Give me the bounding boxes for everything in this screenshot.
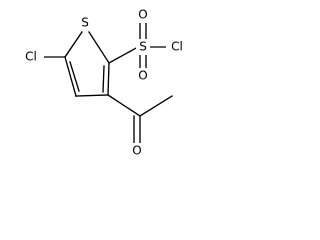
- sulfonyl-sulfur-label: S: [139, 40, 147, 54]
- bond-c4-c3: [75, 94, 109, 97]
- sulfonyl-oxygen-bottom-label-background: [136, 68, 150, 84]
- ketone-oxygen-label: O: [132, 144, 141, 158]
- sulfonyl-sulfur-label-background: [136, 39, 150, 55]
- ring-sulfur-label-background: [78, 14, 92, 31]
- bond-c2-sulfonyl: [108, 46, 139, 64]
- ketone-oxygen-label-background: [130, 143, 144, 159]
- bond-sulfur-c2: [88, 31, 110, 64]
- chemical-structure-diagram: S S Cl O O Cl O: [20, 7, 189, 159]
- ring-sulfur-label: S: [81, 16, 89, 30]
- molecule-canvas: S S Cl O O Cl O: [0, 0, 192, 176]
- sulfonyl-oxygen-bottom-label: O: [138, 69, 147, 83]
- bond-sulfur-c5: [64, 31, 83, 58]
- bond-c3-c2-inner: [102, 65, 105, 93]
- ring-chlorine-label: Cl: [25, 50, 37, 64]
- bond-carbonyl-methyl: [139, 95, 173, 117]
- sulfonyl-chlorine-label-background: [166, 38, 189, 56]
- bond-c5-c4-inner: [69, 61, 80, 92]
- sulfonyl-oxygen-top-label-background: [136, 7, 150, 23]
- bond-c3-c2: [107, 62, 110, 96]
- sulfonyl-oxygen-top-label: O: [138, 8, 147, 22]
- ring-chlorine-label-background: [20, 48, 44, 66]
- sulfonyl-chlorine-label: Cl: [171, 40, 183, 54]
- bond-c5-c4: [64, 56, 77, 97]
- bond-c3-carbonyl-carbon: [107, 94, 141, 117]
